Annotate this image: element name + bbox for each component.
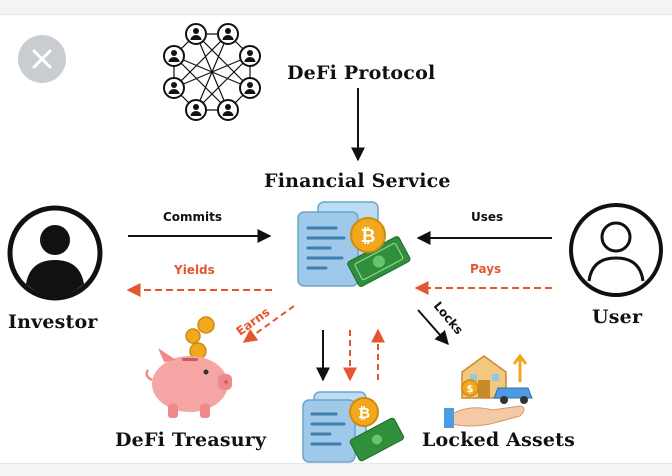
close-button[interactable] bbox=[18, 35, 66, 83]
label-defi-protocol: DeFi Protocol bbox=[287, 62, 436, 84]
label-user: User bbox=[592, 306, 643, 328]
svg-text:₿: ₿ bbox=[361, 226, 376, 247]
bottom-bar bbox=[0, 463, 672, 476]
label-uses: Uses bbox=[471, 210, 504, 224]
bottom-document-icon: ₿ bbox=[302, 391, 405, 463]
svg-text:$: $ bbox=[467, 384, 474, 395]
label-yields: Yields bbox=[174, 263, 215, 277]
arrow-locks bbox=[417, 309, 449, 346]
svg-text:₿: ₿ bbox=[358, 404, 370, 422]
top-bar bbox=[0, 0, 672, 15]
piggy-bank-icon bbox=[145, 316, 232, 418]
label-defi-treasury: DeFi Treasury bbox=[115, 429, 267, 451]
label-investor: Investor bbox=[8, 311, 98, 333]
label-pays: Pays bbox=[470, 262, 502, 276]
network-icon bbox=[163, 23, 261, 121]
investor-avatar-icon bbox=[7, 205, 103, 301]
user-avatar-icon bbox=[569, 203, 663, 297]
arrow-earns bbox=[242, 305, 295, 343]
label-earns: Earns bbox=[234, 305, 273, 339]
financial-service-icon: ₿ bbox=[297, 201, 411, 287]
close-icon bbox=[32, 49, 52, 69]
label-locked-assets: Locked Assets bbox=[422, 429, 576, 451]
locked-assets-icon: $ bbox=[444, 353, 533, 428]
label-financial-service: Financial Service bbox=[264, 170, 451, 192]
label-commits: Commits bbox=[163, 210, 223, 224]
